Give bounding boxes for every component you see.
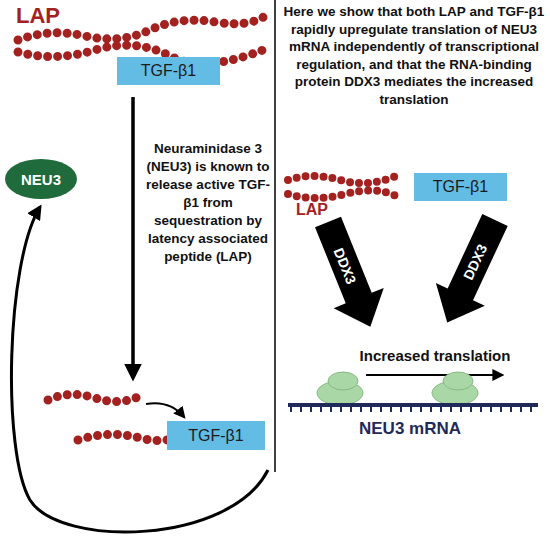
divider-line (274, 0, 276, 472)
lap-label: LAP (16, 3, 60, 29)
tgf-box: TGF-β1 (414, 173, 507, 201)
lap-bead-chain (48, 394, 140, 401)
node-label: TGF-β1 (433, 178, 488, 196)
node-label: TGF-β1 (188, 427, 243, 445)
ellipse-shape (5, 159, 77, 199)
ribosome-symbol (328, 372, 358, 390)
ddx3-arrow (423, 209, 520, 334)
process-label: Increased translation (340, 347, 530, 364)
enzyme-ellipse: NEU3 (4, 158, 78, 200)
note-text: Here we show that both LAP and TGF-β1 ra… (283, 3, 545, 108)
translation-arrow (366, 374, 502, 376)
release-arrow (146, 403, 184, 417)
mrna-label: NEU3 mRNA (330, 419, 490, 439)
lap-bead-chain (288, 176, 396, 183)
lap-label: LAP (296, 201, 328, 219)
mrna-ticks (290, 406, 538, 412)
ddx3-arrow (303, 212, 395, 337)
ribosome-symbol (443, 372, 473, 390)
node-label: NEU3 (21, 171, 61, 188)
tgf-box: TGF-β1 (167, 421, 265, 450)
node-label: TGF-β1 (141, 62, 196, 80)
tgf-box: TGF-β1 (117, 57, 220, 85)
lap-bead-chain (288, 190, 396, 198)
process-arrow (131, 97, 135, 378)
note-text: Neuraminidase 3 (NEU3) is known to relea… (142, 140, 274, 266)
